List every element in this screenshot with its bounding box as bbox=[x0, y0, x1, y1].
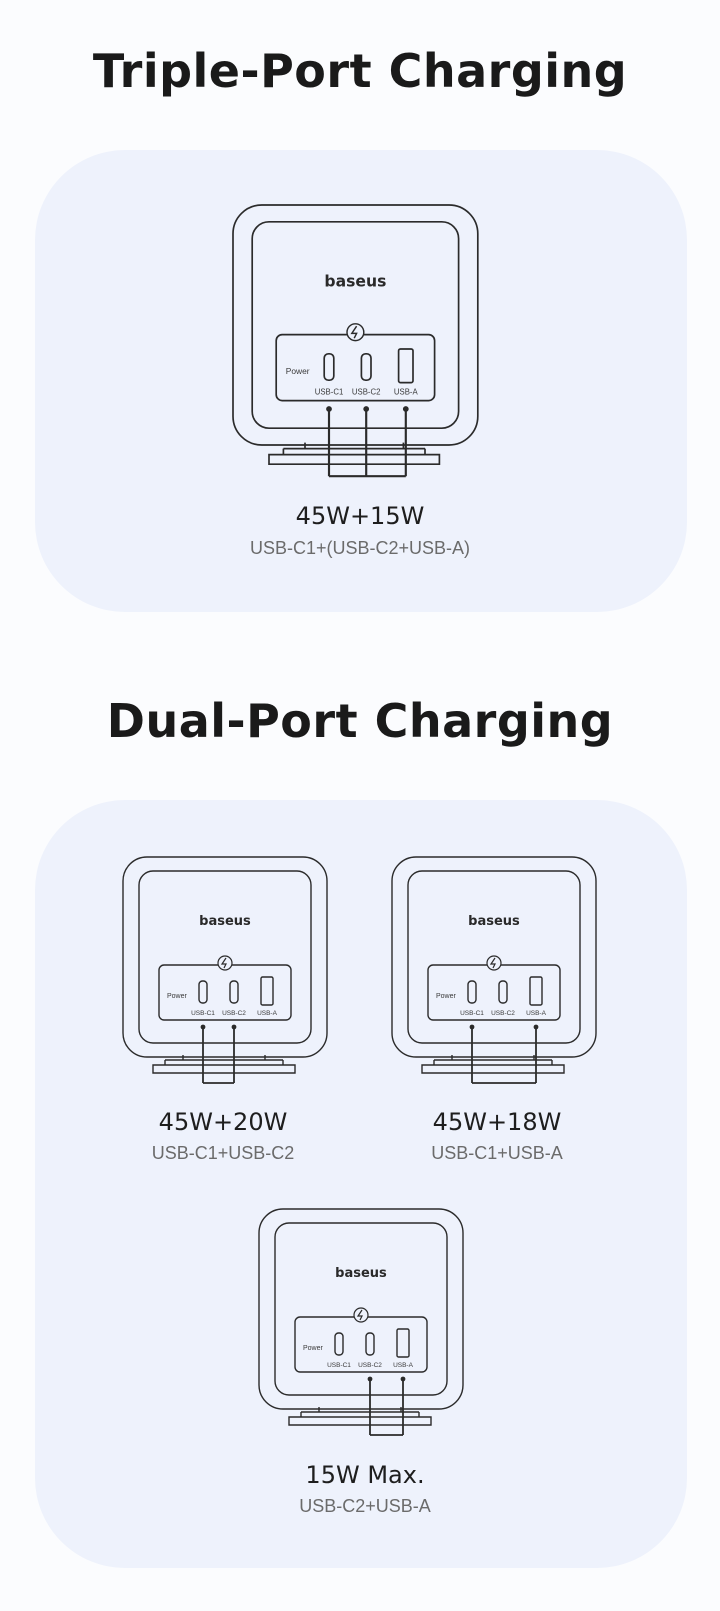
usb-c2-port bbox=[229, 980, 239, 1004]
port-label: USB-C1 bbox=[191, 1010, 215, 1017]
power-bolt-icon bbox=[346, 323, 365, 342]
power-bolt-icon bbox=[353, 1307, 369, 1323]
port-label: USB-C1 bbox=[460, 1010, 484, 1017]
power-label: Power bbox=[436, 993, 457, 1000]
bolt-glyph bbox=[220, 957, 227, 969]
triple-port-panel bbox=[35, 150, 687, 612]
bolt-glyph bbox=[350, 325, 358, 339]
charger-outer bbox=[258, 1208, 464, 1410]
usb-c2-port bbox=[365, 1332, 375, 1356]
brand-logo: baseus bbox=[468, 914, 520, 929]
ports-dual-2: USB-C1+USB-A bbox=[431, 1143, 563, 1163]
port-label: USB-C1 bbox=[327, 1362, 351, 1369]
port-dot bbox=[363, 406, 370, 412]
charger-outer bbox=[232, 204, 479, 446]
port-label: USB-A bbox=[526, 1010, 547, 1017]
power-label: Power bbox=[167, 993, 188, 1000]
power-label: Power bbox=[303, 1345, 324, 1352]
ports-dual-3: USB-C2+USB-A bbox=[299, 1496, 431, 1516]
ports-dual-1: USB-C1+USB-C2 bbox=[151, 1143, 295, 1163]
brand-logo: baseus bbox=[324, 273, 386, 291]
ports-triple: USB-C1+(USB-C2+USB-A) bbox=[249, 538, 471, 558]
stand-top bbox=[433, 1059, 553, 1065]
stand-top bbox=[164, 1059, 284, 1065]
usb-a-port bbox=[396, 1328, 410, 1358]
stand-top bbox=[300, 1411, 420, 1417]
stand-base bbox=[152, 1064, 296, 1074]
charger-outer bbox=[122, 856, 328, 1058]
bolt-glyph bbox=[356, 1309, 363, 1321]
usb-c2-port bbox=[498, 980, 508, 1004]
stand-top bbox=[282, 447, 426, 455]
stand-base bbox=[421, 1064, 565, 1074]
wattage-dual-3: 15W Max. bbox=[305, 1461, 425, 1489]
usb-a-port bbox=[260, 976, 274, 1006]
port-label: USB-C2 bbox=[222, 1010, 246, 1017]
charger-inner bbox=[138, 870, 312, 1044]
brand-logo: baseus bbox=[199, 914, 251, 929]
port-dot bbox=[402, 406, 409, 412]
usb-c1-port bbox=[198, 980, 208, 1004]
port-dot bbox=[326, 406, 332, 412]
port-label: USB-C2 bbox=[491, 1010, 515, 1017]
usb-a-port bbox=[397, 348, 414, 384]
stand-base bbox=[268, 453, 441, 466]
charger-inner bbox=[407, 870, 581, 1044]
usb-a-port bbox=[529, 976, 543, 1006]
usb-c1-port bbox=[334, 1332, 344, 1356]
stand-base bbox=[288, 1416, 432, 1426]
usb-c1-port bbox=[467, 980, 477, 1004]
port-label: USB-C2 bbox=[358, 1362, 382, 1369]
port-label: USB-C2 bbox=[352, 388, 381, 397]
port-label: USB-A bbox=[394, 388, 419, 397]
brand-logo: baseus bbox=[335, 1266, 387, 1281]
charger-inner bbox=[251, 220, 460, 430]
port-label: USB-A bbox=[393, 1362, 414, 1369]
wattage-triple: 45W+15W bbox=[295, 502, 425, 530]
wattage-dual-2: 45W+18W bbox=[432, 1108, 562, 1136]
power-label: Power bbox=[286, 366, 310, 376]
charger-outer bbox=[391, 856, 597, 1058]
power-bolt-icon bbox=[217, 955, 233, 971]
port-label: USB-C1 bbox=[315, 388, 344, 397]
power-bolt-icon bbox=[486, 955, 502, 971]
dual-port-title: Dual-Port Charging bbox=[106, 694, 614, 748]
wattage-dual-1: 45W+20W bbox=[158, 1108, 288, 1136]
usb-c2-port bbox=[360, 352, 372, 382]
bolt-glyph bbox=[489, 957, 496, 969]
usb-c1-port bbox=[323, 352, 335, 382]
dual-port-panel bbox=[35, 800, 687, 1568]
triple-port-title: Triple-Port Charging bbox=[92, 44, 628, 98]
charger-inner bbox=[274, 1222, 448, 1396]
port-label: USB-A bbox=[257, 1010, 278, 1017]
